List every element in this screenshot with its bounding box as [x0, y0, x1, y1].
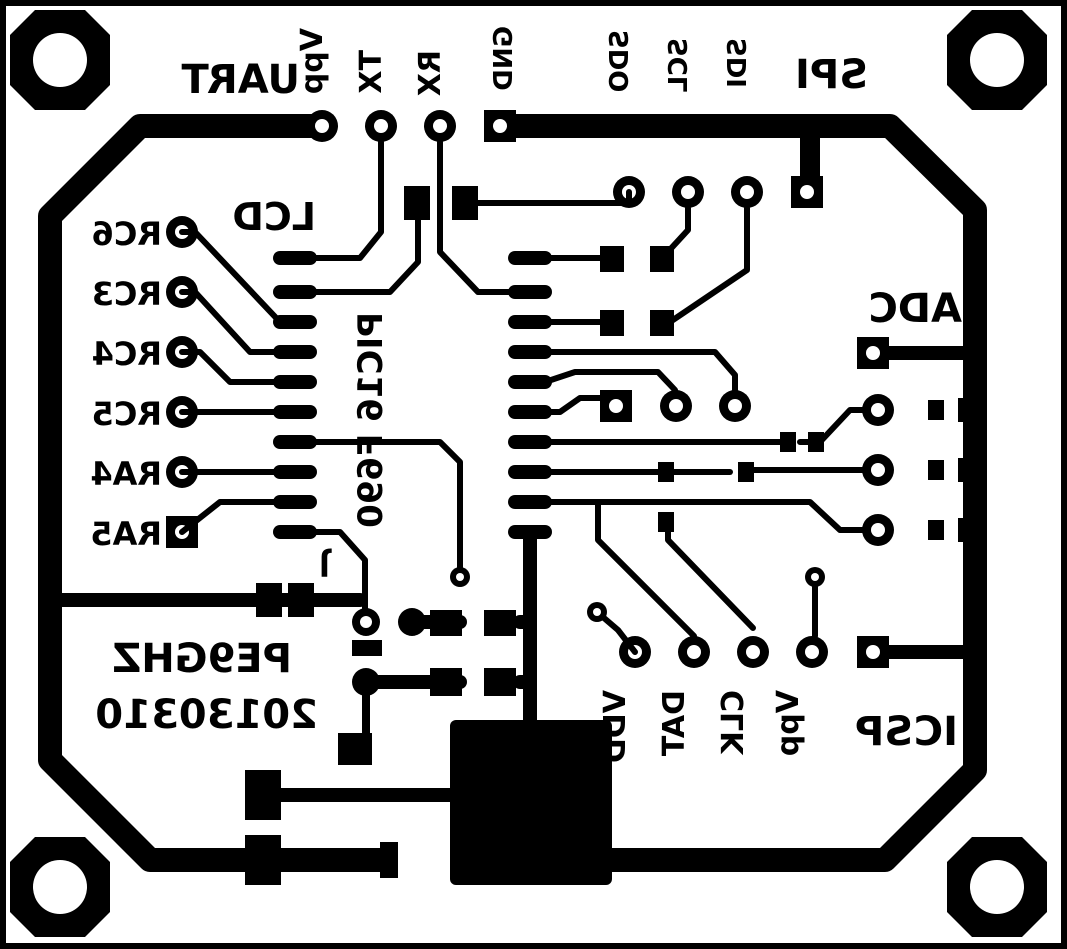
lcd-label: LCD	[232, 195, 316, 239]
spi-pin-sdi: SDI	[723, 38, 753, 88]
chip-label: PIC16 F690	[351, 312, 391, 528]
icsp-pin-dat: DAT	[657, 690, 692, 757]
mounting-hole-top-left	[10, 10, 110, 110]
jumper-area	[256, 439, 537, 765]
uart-pin-gnd: GND	[489, 26, 519, 91]
mounting-holes	[10, 10, 1047, 937]
labels: UART Vpp TX RX GND SDO SCL SDI SPI LCD R…	[90, 26, 962, 763]
uart-pin-tx: TX	[354, 50, 389, 94]
jumper-label: J	[319, 547, 332, 582]
icsp-connector	[587, 499, 982, 668]
icsp-pin-clk: CLK	[716, 690, 751, 756]
lcd-pin-rc4: RC4	[92, 335, 162, 373]
mounting-hole-top-right	[947, 10, 1047, 110]
lcd-pin-ra4: RA4	[90, 455, 162, 493]
voltage-regulator	[245, 720, 612, 885]
mounting-hole-bottom-left	[10, 837, 110, 937]
icsp-pin-vdd: VDD	[598, 690, 633, 763]
lcd-connector	[166, 216, 283, 548]
spi-pin-sdo: SDO	[605, 30, 635, 92]
author-label: PE9GHZ	[112, 636, 292, 682]
adc-label: ADC	[868, 286, 962, 332]
lcd-pin-rc3: RC3	[92, 275, 162, 313]
spi-pin-scl: SCL	[664, 38, 694, 92]
adc-connector	[857, 337, 982, 546]
date-label: 20130310	[95, 692, 318, 738]
icsp-pin-vpp: Vpp	[771, 690, 806, 756]
mounting-hole-bottom-right	[947, 837, 1047, 937]
uart-pin-rx: RX	[413, 50, 448, 96]
lcd-pin-ra5: RA5	[90, 515, 162, 553]
lcd-pin-rc5: RC5	[92, 395, 162, 433]
uart-pin-vpp: Vpp	[295, 28, 330, 94]
lcd-pin-rc6: RC6	[92, 215, 162, 253]
spi-label: SPI	[795, 52, 868, 98]
uart-label: UART	[181, 57, 300, 103]
icsp-label: ICSP	[855, 709, 958, 755]
